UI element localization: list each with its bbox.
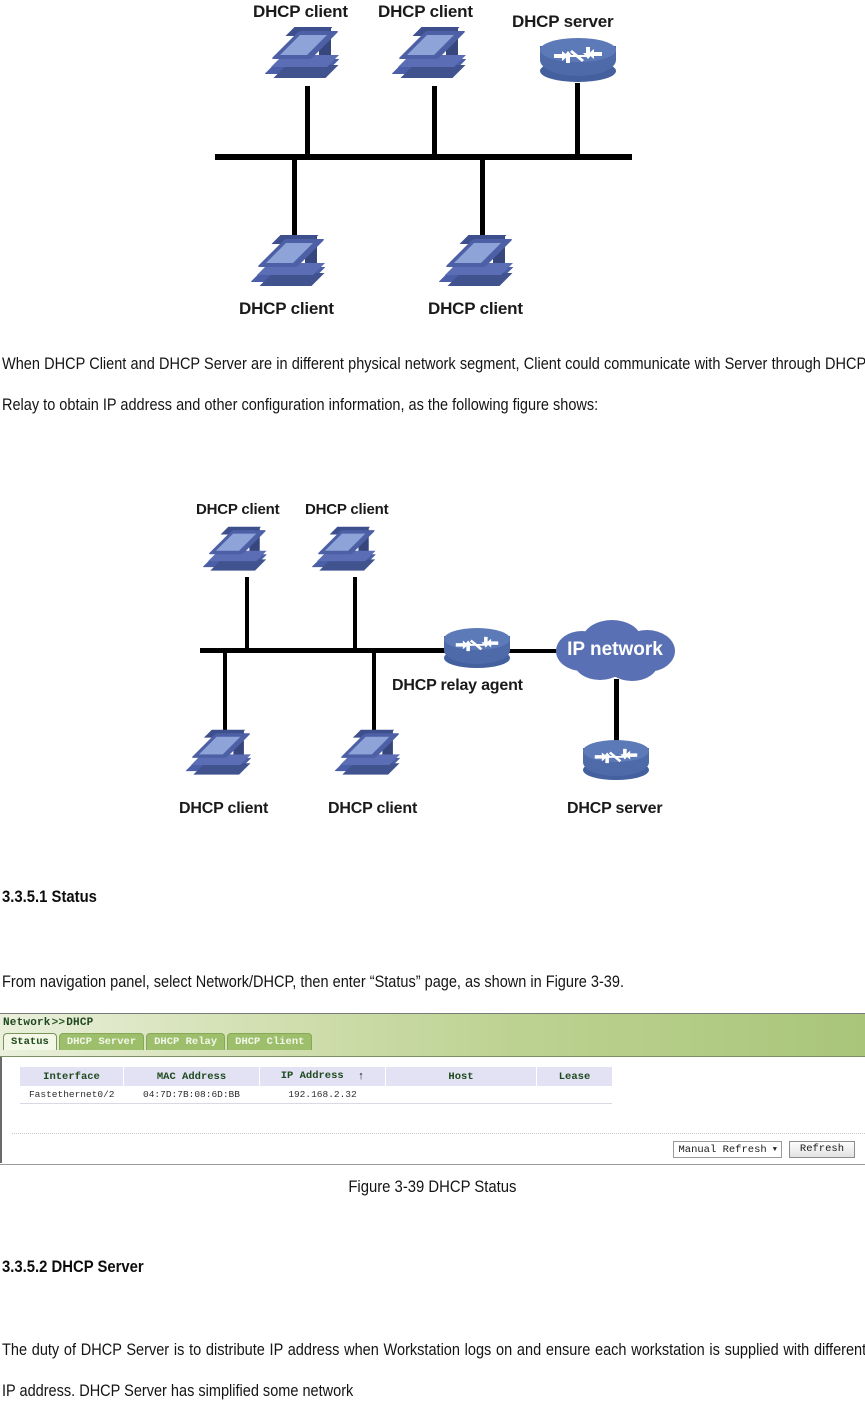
node-label-dhcp-client-4: DHCP client <box>428 299 523 318</box>
column-header-ip-address[interactable]: IP Address ↑ <box>259 1067 386 1086</box>
figure-caption-text: Figure 3-39 DHCP Status <box>348 1178 517 1196</box>
pc-icon-client-3 <box>250 233 330 295</box>
link-client-2 <box>432 86 437 158</box>
breadcrumb-current: DHCP <box>66 1017 94 1029</box>
ui-header-bar: Network>>DHCP Status DHCP Server DHCP Re… <box>0 1014 865 1057</box>
tab-status[interactable]: Status <box>3 1033 57 1050</box>
router-arrows-icon <box>552 44 604 66</box>
relay-router-to-cloud <box>508 649 563 653</box>
content-divider <box>12 1133 865 1135</box>
cell-mac-address: 04:7D:7B:08:6D:BB <box>123 1086 260 1104</box>
breadcrumb-root[interactable]: Network <box>3 1017 51 1029</box>
relay-label-client-4: DHCP client <box>328 800 418 817</box>
relay-link-client-2 <box>353 577 357 651</box>
column-header-interface[interactable]: Interface <box>20 1067 124 1086</box>
network-bus <box>215 154 632 160</box>
node-label-dhcp-client-1: DHCP client <box>253 2 348 21</box>
relay-label-client-2: DHCP client <box>305 501 389 518</box>
relay-link-client-4 <box>372 653 376 731</box>
paragraph-dhcp-relay-intro: When DHCP Client and DHCP Server are in … <box>2 355 865 414</box>
figure-caption-3-39: Figure 3-39 DHCP Status <box>0 1178 865 1197</box>
cell-interface: Fastethernet0/2 <box>20 1086 124 1104</box>
cell-host <box>385 1086 537 1104</box>
cell-ip-address: 192.168.2.32 <box>259 1086 386 1104</box>
ui-content-panel: Interface MAC Address IP Address ↑ Host L… <box>0 1057 865 1163</box>
column-header-host[interactable]: Host <box>385 1067 537 1086</box>
tab-dhcp-server[interactable]: DHCP Server <box>58 1033 145 1050</box>
cloud-icon-ip-network: IP network <box>552 617 678 683</box>
link-client-4 <box>480 158 485 236</box>
relay-link-cloud-server <box>614 679 619 745</box>
link-server <box>575 83 580 158</box>
relay-pc-icon-client-2 <box>311 525 380 578</box>
column-header-lease[interactable]: Lease <box>536 1067 612 1086</box>
cloud-label-ip-network: IP network <box>567 639 663 660</box>
relay-label-server: DHCP server <box>567 800 663 817</box>
pc-icon-client-2 <box>391 25 471 87</box>
heading-status: 3.3.5.1 Status <box>2 888 97 906</box>
refresh-controls: Manual Refresh ▼ Refresh <box>673 1141 855 1158</box>
paragraph-dhcp-server-duty: The duty of DHCP Server is to distribute… <box>2 1341 865 1400</box>
relay-pc-icon-client-4 <box>334 728 404 783</box>
relay-label-client-1: DHCP client <box>196 501 280 518</box>
link-client-1 <box>305 86 310 158</box>
node-label-dhcp-client-3: DHCP client <box>239 299 334 318</box>
column-header-ip-address-label: IP Address <box>280 1070 344 1082</box>
column-header-mac-address[interactable]: MAC Address <box>123 1067 260 1086</box>
router-icon-dhcp-server-relay <box>583 740 649 782</box>
relay-label-relay-agent: DHCP relay agent <box>392 677 523 694</box>
table-row[interactable]: Fastethernet0/2 04:7D:7B:08:6D:BB 192.16… <box>20 1086 612 1104</box>
relay-link-client-3 <box>223 653 227 731</box>
dhcp-status-webui: Network>>DHCP Status DHCP Server DHCP Re… <box>0 1013 865 1165</box>
tab-dhcp-relay[interactable]: DHCP Relay <box>146 1033 226 1050</box>
pc-icon-client-4 <box>438 233 518 295</box>
relay-link-client-1 <box>245 577 249 651</box>
sort-ascending-icon[interactable]: ↑ <box>357 1071 365 1083</box>
relay-label-client-3: DHCP client <box>179 800 269 817</box>
refresh-mode-select[interactable]: Manual Refresh ▼ <box>673 1141 782 1158</box>
router-icon-dhcp-server <box>540 38 616 84</box>
paragraph-navigation: From navigation panel, select Network/DH… <box>2 973 624 991</box>
figure-dhcp-same-segment: DHCP client DHCP client DHCP server <box>0 0 865 330</box>
heading-dhcp-server: 3.3.5.2 DHCP Server <box>2 1258 144 1276</box>
tab-bar: Status DHCP Server DHCP Relay DHCP Clien… <box>3 1033 314 1050</box>
node-label-dhcp-client-2: DHCP client <box>378 2 473 21</box>
pc-icon-client-1 <box>264 25 344 87</box>
tab-dhcp-client[interactable]: DHCP Client <box>227 1033 313 1050</box>
dhcp-status-table: Interface MAC Address IP Address ↑ Host L… <box>20 1067 612 1104</box>
relay-network-bus <box>200 648 450 653</box>
figure-dhcp-relay: DHCP client DHCP client <box>0 495 865 840</box>
breadcrumb-separator-icon: >> <box>51 1017 66 1029</box>
relay-pc-icon-client-3 <box>185 728 255 783</box>
router-icon-dhcp-relay-agent <box>444 628 510 670</box>
chevron-down-icon: ▼ <box>772 1145 777 1154</box>
refresh-button[interactable]: Refresh <box>788 1141 855 1158</box>
cell-lease <box>536 1086 612 1104</box>
node-label-dhcp-server: DHCP server <box>512 12 614 31</box>
relay-pc-icon-client-1 <box>202 525 271 578</box>
refresh-mode-value: Manual Refresh <box>678 1143 767 1156</box>
breadcrumb: Network>>DHCP <box>3 1017 93 1029</box>
link-client-3 <box>292 158 297 236</box>
table-header-row: Interface MAC Address IP Address ↑ Host L… <box>20 1067 612 1086</box>
